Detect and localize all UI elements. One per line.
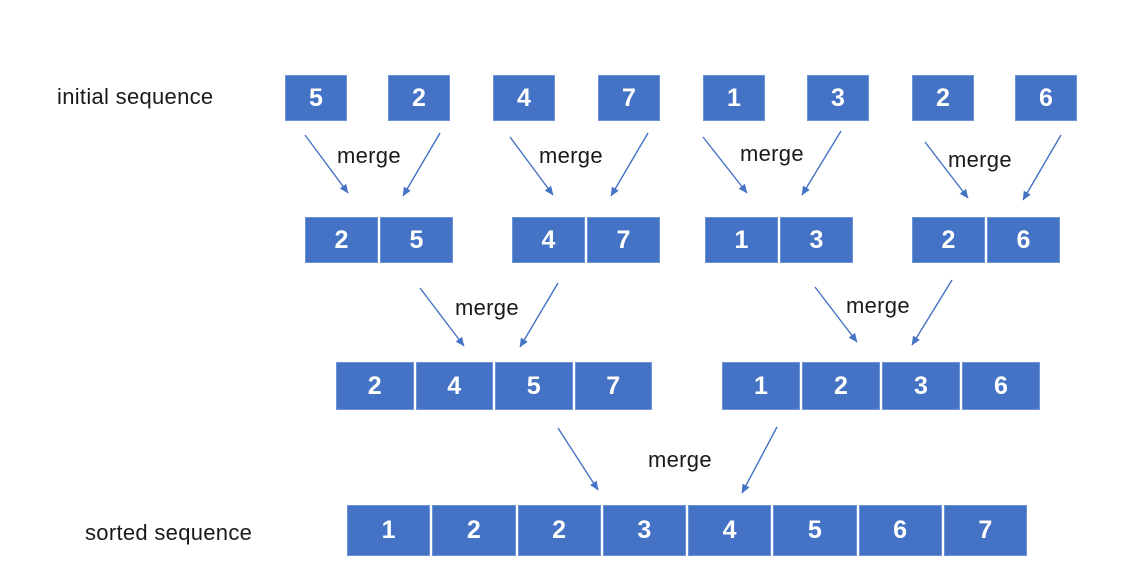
array-cell: 6 bbox=[962, 362, 1040, 410]
merge-label: merge bbox=[740, 141, 804, 166]
array-cell: 5 bbox=[380, 217, 453, 263]
sorted-array: 1 2 2 3 4 5 6 7 bbox=[347, 505, 1027, 556]
array-cell: 3 bbox=[882, 362, 960, 410]
array-cell: 5 bbox=[285, 75, 347, 121]
merge-arrow bbox=[519, 282, 559, 348]
merge-arrow bbox=[402, 132, 441, 197]
pair-array: 4 7 bbox=[512, 217, 660, 263]
array-cell: 4 bbox=[688, 505, 772, 556]
merge-arrow bbox=[801, 130, 842, 196]
merge-arrow bbox=[1022, 134, 1062, 201]
array-cell: 5 bbox=[495, 362, 573, 410]
pair-array: 2 5 bbox=[305, 217, 453, 263]
array-cell: 5 bbox=[773, 505, 857, 556]
pair-array: 2 6 bbox=[912, 217, 1060, 263]
array-cell: 7 bbox=[943, 505, 1027, 556]
merge-label: merge bbox=[455, 295, 519, 320]
initial-sequence-label: initial sequence bbox=[57, 84, 214, 109]
merge-arrow bbox=[911, 279, 953, 346]
array-cell: 7 bbox=[587, 217, 660, 263]
merge-label: merge bbox=[539, 143, 603, 168]
array-cell: 6 bbox=[1015, 75, 1077, 121]
array-cell: 4 bbox=[415, 362, 493, 410]
merge-arrow bbox=[741, 426, 778, 494]
array-cell: 1 bbox=[705, 217, 778, 263]
array-cell: 7 bbox=[574, 362, 652, 410]
array-cell: 3 bbox=[780, 217, 853, 263]
quad-array: 2 4 5 7 bbox=[336, 362, 652, 410]
array-cell: 3 bbox=[602, 505, 686, 556]
array-cell: 4 bbox=[512, 217, 585, 263]
array-cell: 2 bbox=[912, 217, 985, 263]
quad-array: 1 2 3 6 bbox=[722, 362, 1040, 410]
array-cell: 4 bbox=[493, 75, 555, 121]
array-cell: 2 bbox=[336, 362, 414, 410]
array-cell: 3 bbox=[807, 75, 869, 121]
merge-arrow bbox=[610, 132, 649, 197]
merge-label: merge bbox=[337, 143, 401, 168]
array-cell: 2 bbox=[802, 362, 880, 410]
array-cell: 1 bbox=[347, 505, 431, 556]
merge-arrow bbox=[557, 427, 599, 491]
array-cell: 1 bbox=[722, 362, 800, 410]
array-cell: 6 bbox=[987, 217, 1060, 263]
merge-label: merge bbox=[648, 447, 712, 472]
merge-label: merge bbox=[846, 293, 910, 318]
sorted-sequence-label: sorted sequence bbox=[85, 520, 253, 545]
array-cell: 2 bbox=[388, 75, 450, 121]
pair-array: 1 3 bbox=[705, 217, 853, 263]
array-cell: 6 bbox=[858, 505, 942, 556]
array-cell: 1 bbox=[703, 75, 765, 121]
array-cell: 2 bbox=[517, 505, 601, 556]
array-cell: 2 bbox=[305, 217, 378, 263]
array-cell: 7 bbox=[598, 75, 660, 121]
array-cell: 2 bbox=[912, 75, 974, 121]
array-cell: 2 bbox=[432, 505, 516, 556]
merge-label: merge bbox=[948, 147, 1012, 172]
